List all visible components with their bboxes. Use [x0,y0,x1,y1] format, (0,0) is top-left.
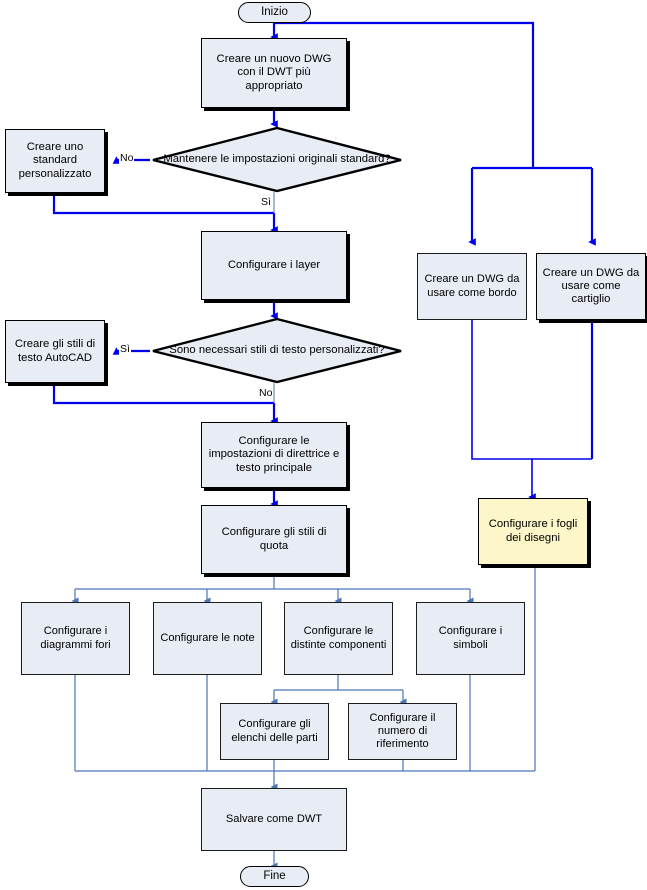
node-configure-layers-label: Configurare i layer [227,258,321,271]
node-autocad-text-styles[interactable]: Creare gli stili di testo AutoCAD [5,320,105,383]
node-end-label: Fine [263,869,286,882]
node-symbols-label: Configurare i simboli [438,625,503,651]
node-leader-settings[interactable]: Configurare le impostazioni di direttric… [201,422,347,488]
node-save-dwt[interactable]: Salvare come DWT [201,788,347,851]
node-configure-sheets[interactable]: Configurare i fogli dei disegni [478,498,588,565]
edge-label-keep-standard-no: No [119,152,135,164]
node-bom[interactable]: Configurare le distinte componenti [284,602,393,675]
node-bom-label: Configurare le distinte componenti [290,625,387,651]
edge-label-text-styles-no: No [258,387,274,399]
edge-label-text-styles-yes: Sì [119,343,131,355]
node-configure-layers[interactable]: Configurare i layer [201,231,347,300]
node-text-styles-decision[interactable]: Sono necessari stili di testo personaliz… [150,317,404,384]
node-save-dwt-label: Salvare come DWT [225,812,323,825]
node-parts-lists-label: Configurare gli elenchi delle parti [231,718,318,744]
node-keep-standard-decision[interactable]: Mantenere le impostazioni originali stan… [150,126,404,193]
node-title-block-dwg[interactable]: Creare un DWG da usare come cartiglio [536,253,646,320]
node-start[interactable]: Inizio [238,2,311,23]
node-border-dwg[interactable]: Creare un DWG da usare come bordo [417,253,527,320]
node-hole-charts-label: Configurare i diagrammi fori [40,625,111,651]
node-notes[interactable]: Configurare le note [153,602,262,675]
node-autocad-text-styles-label: Creare gli stili di testo AutoCAD [14,338,96,364]
node-new-dwg[interactable]: Creare un nuovo DWG con il DWT più appro… [201,38,347,108]
node-dimension-styles[interactable]: Configurare gli stili di quota [201,505,347,574]
node-parts-lists[interactable]: Configurare gli elenchi delle parti [220,703,329,760]
diamond-shape [152,126,402,193]
node-new-dwg-label: Creare un nuovo DWG con il DWT più appro… [216,53,332,92]
node-title-block-dwg-label: Creare un DWG da usare come cartiglio [542,266,640,306]
node-notes-label: Configurare le note [160,631,255,644]
node-hole-charts[interactable]: Configurare i diagrammi fori [21,602,130,675]
node-balloons[interactable]: Configurare il numero di riferimento [348,703,457,760]
node-border-dwg-label: Creare un DWG da usare come bordo [424,273,520,299]
node-end[interactable]: Fine [240,866,309,887]
node-leader-settings-label: Configurare le impostazioni di direttric… [208,435,340,474]
node-dimension-styles-label: Configurare gli stili di quota [221,526,327,552]
node-start-label: Inizio [261,5,288,18]
node-configure-sheets-label: Configurare i fogli dei disegni [488,518,578,544]
node-custom-standard-label: Creare uno standard personalizzato [18,141,92,180]
diamond-shape [152,317,402,384]
edge-label-keep-standard-yes: Sì [260,196,272,208]
node-balloons-label: Configurare il numero di riferimento [369,711,436,751]
node-symbols[interactable]: Configurare i simboli [416,602,525,675]
node-custom-standard[interactable]: Creare uno standard personalizzato [5,129,105,193]
